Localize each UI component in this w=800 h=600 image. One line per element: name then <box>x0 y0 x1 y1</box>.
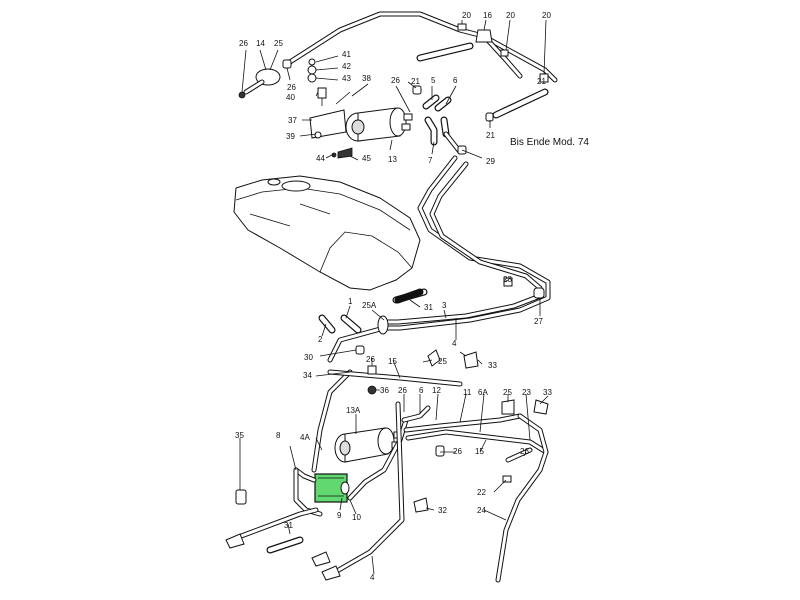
label-13: 13 <box>388 155 397 164</box>
label-26: 26 <box>287 83 296 92</box>
label-20: 20 <box>462 11 471 20</box>
note-text: Bis Ende Mod. 74 <box>510 137 589 148</box>
label-35: 35 <box>235 431 244 440</box>
label-23: 23 <box>522 388 531 397</box>
label-6: 6 <box>453 76 458 85</box>
label-31: 31 <box>284 521 293 530</box>
label-28: 28 <box>503 275 512 284</box>
label-9: 9 <box>337 511 342 520</box>
label-4A: 4A <box>300 433 310 442</box>
label-43: 43 <box>342 74 351 83</box>
label-14: 14 <box>256 39 265 48</box>
label-11: 11 <box>463 388 472 397</box>
fuel-tank <box>233 175 421 291</box>
label-25A: 25A <box>362 301 377 310</box>
label-1: 1 <box>348 297 353 306</box>
label-38: 38 <box>362 74 371 83</box>
upper-filter-assembly <box>238 58 467 159</box>
upper-vent-lines <box>282 11 558 122</box>
label-25: 25 <box>274 39 283 48</box>
label-32: 32 <box>438 506 447 515</box>
label-20: 20 <box>542 11 551 20</box>
label-27: 27 <box>534 317 543 326</box>
label-26: 26 <box>391 76 400 85</box>
label-15: 15 <box>388 357 397 366</box>
label-3: 3 <box>442 301 447 310</box>
label-21: 21 <box>411 77 420 86</box>
label-5: 5 <box>431 76 436 85</box>
label-26: 26 <box>453 447 462 456</box>
label-26: 26 <box>520 447 529 456</box>
label-25: 25 <box>503 388 512 397</box>
label-26: 26 <box>398 386 407 395</box>
label-30: 30 <box>304 353 313 362</box>
label-2: 2 <box>318 335 323 344</box>
lower-pump-section <box>225 288 549 583</box>
label-37: 37 <box>288 116 297 125</box>
label-36: 36 <box>380 386 389 395</box>
main-fuel-lines <box>318 155 551 363</box>
label-34: 34 <box>303 371 312 380</box>
label-40: 40 <box>286 93 295 102</box>
label-44: 44 <box>316 154 325 163</box>
label-39: 39 <box>286 132 295 141</box>
label-45: 45 <box>362 154 371 163</box>
leader-lines <box>239 19 549 575</box>
label-8: 8 <box>276 431 281 440</box>
label-6: 6 <box>419 386 424 395</box>
label-33: 33 <box>543 388 552 397</box>
label-24: 24 <box>477 506 486 515</box>
label-15: 15 <box>475 447 484 456</box>
label-4: 4 <box>370 573 375 582</box>
label-16: 16 <box>483 11 492 20</box>
label-33: 33 <box>488 361 497 370</box>
label-12: 12 <box>432 386 441 395</box>
label-10: 10 <box>352 513 361 522</box>
label-29: 29 <box>486 157 495 166</box>
label-21: 21 <box>537 77 546 86</box>
label-26: 26 <box>239 39 248 48</box>
label-20: 20 <box>506 11 515 20</box>
label-21: 21 <box>486 131 495 140</box>
label-13A: 13A <box>346 406 361 415</box>
label-41: 41 <box>342 50 351 59</box>
label-25: 25 <box>438 357 447 366</box>
label-22: 22 <box>477 488 486 497</box>
label-31: 31 <box>424 303 433 312</box>
label-26: 26 <box>366 355 375 364</box>
label-42: 42 <box>342 62 351 71</box>
label-7: 7 <box>428 156 433 165</box>
label-4: 4 <box>452 339 457 348</box>
callout-labels: Bis Ende Mod. 74 20 16 20 20 26 14 25 41… <box>235 11 589 582</box>
label-6A: 6A <box>478 388 488 397</box>
